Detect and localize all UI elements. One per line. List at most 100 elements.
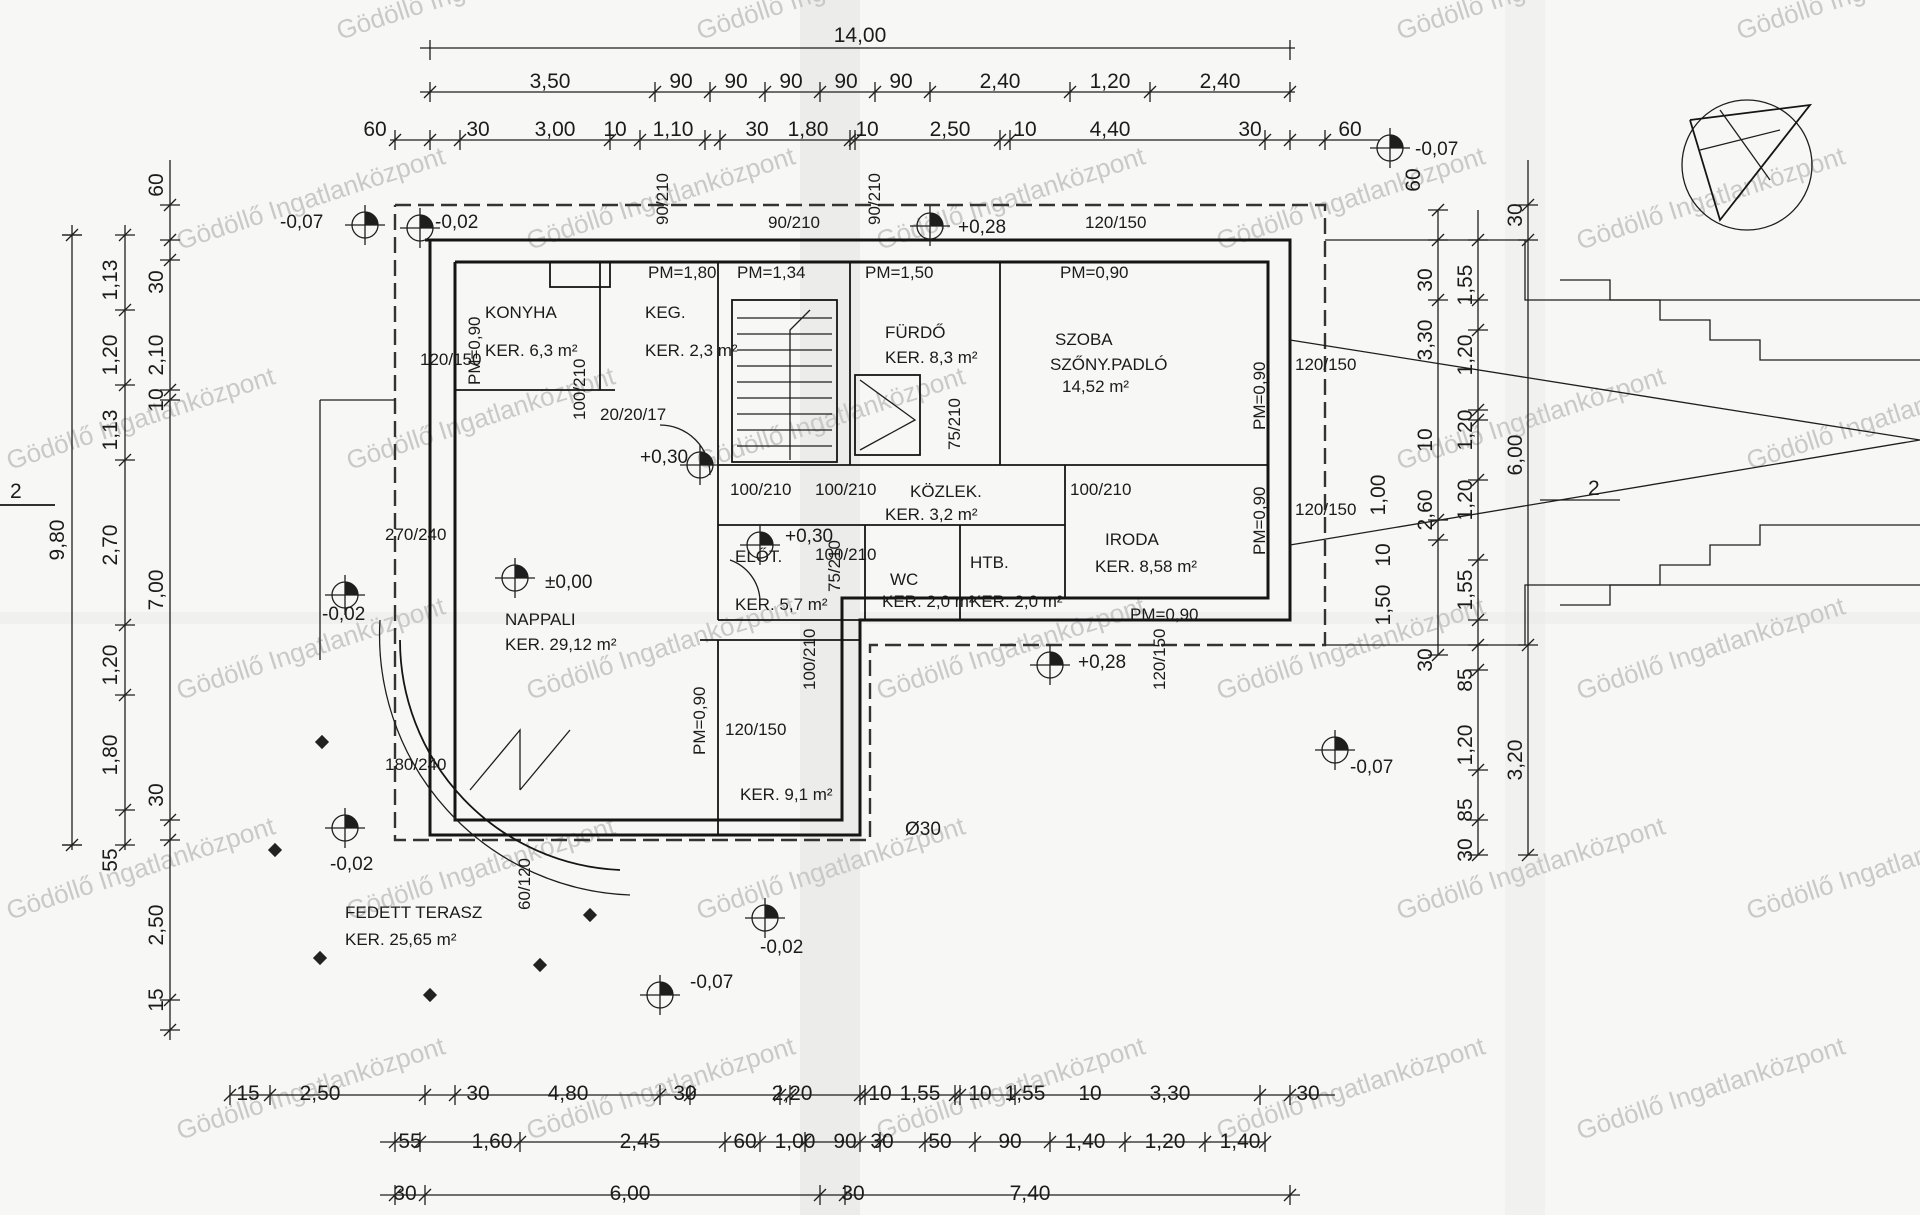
- dimension: 90: [834, 70, 857, 93]
- room-area-eloter: KER. 5,7 m²: [735, 595, 828, 614]
- terrace-column: [312, 950, 328, 966]
- elevation-marker-icon: [700, 452, 713, 465]
- dimension: 60: [1402, 168, 1425, 191]
- dimension-overall: 14,00: [834, 24, 887, 47]
- dimension: 60: [1338, 118, 1361, 141]
- elevation-label: -0,02: [760, 937, 803, 958]
- dimension: 85: [1454, 798, 1477, 821]
- dimension: 1,40: [1220, 1130, 1261, 1153]
- elevation-marker-icon: [420, 215, 433, 228]
- dimension: 2,70: [99, 525, 122, 566]
- dimension: 15: [236, 1082, 259, 1105]
- opening: 120/150: [725, 720, 786, 739]
- opening: 120/150: [1295, 500, 1356, 519]
- dimension: 1,20: [1454, 410, 1477, 451]
- dimension: 10: [1372, 543, 1395, 566]
- dimension: 1,55: [1454, 570, 1477, 611]
- dimension: 7,40: [1010, 1182, 1051, 1205]
- dimension: 90: [889, 70, 912, 93]
- dimension: 30: [1414, 268, 1437, 291]
- dimension: 10: [1078, 1082, 1101, 1105]
- room-area-konyha: KER. 6,3 m²: [485, 341, 578, 360]
- room-name-eloter: ELŐT.: [735, 547, 782, 566]
- sill-height: PM=1,80: [648, 263, 717, 282]
- elevation-label: ±0,00: [545, 572, 592, 593]
- terrace-column: [267, 842, 283, 858]
- sill-height: PM=0,90: [465, 316, 484, 385]
- terrace-column: [314, 734, 330, 750]
- sill-height: PM=0,90: [1250, 361, 1269, 430]
- opening: 100/210: [730, 480, 791, 499]
- room-name-wc: WC: [890, 570, 918, 589]
- dimension: 30: [393, 1182, 416, 1205]
- dimension: 10: [868, 1082, 891, 1105]
- dimension: 1,20: [1454, 335, 1477, 376]
- dimension: 30: [145, 270, 168, 293]
- sill-height: PM=0,90: [690, 686, 709, 755]
- dimension: 30: [745, 118, 768, 141]
- dimension: 1,55: [900, 1082, 941, 1105]
- dimension: 30: [1414, 648, 1437, 671]
- elevation-marker-icon: [345, 582, 358, 595]
- dimension: 4,40: [1090, 118, 1131, 141]
- sill-height: PM=1,34: [737, 263, 806, 282]
- dimension: 30: [1454, 838, 1477, 861]
- elevation-label: +0,30: [785, 526, 833, 547]
- elevation-marker-icon: [1390, 135, 1403, 148]
- watermark: Gödöllő Ingatlanközpont: [1573, 1030, 1850, 1145]
- dimension: 30: [466, 118, 489, 141]
- sill-height: PM=0,90: [1060, 263, 1129, 282]
- dimension: 10: [603, 118, 626, 141]
- dimension: 90: [779, 70, 802, 93]
- room-area-kozlek: KER. 3,2 m²: [885, 505, 978, 524]
- sill-height: PM=1,50: [865, 263, 934, 282]
- elevation-label: +0,30: [640, 447, 688, 468]
- dimension: 6,00: [610, 1182, 651, 1205]
- dimension: 90: [669, 70, 692, 93]
- watermark: Gödöllő Ingatlanközpont: [173, 590, 450, 705]
- watermark: Gödöllő Ingatlanközpont: [1743, 360, 1920, 475]
- opening: 90/210: [865, 173, 884, 225]
- dimension: 1,80: [788, 118, 829, 141]
- watermark: Gödöllő Ingatlanközpont: [1733, 0, 1920, 46]
- opening: 75/210: [825, 540, 844, 592]
- watermark: Gödöllő Ingatlanközpont: [333, 0, 610, 46]
- dimension: 90: [833, 1130, 856, 1153]
- dimension: 1,50: [1372, 585, 1395, 626]
- dimension-overall: 6,00: [1504, 435, 1527, 476]
- dimension: 1,20: [1454, 725, 1477, 766]
- room-floor-szoba: SZŐNY.PADLÓ: [1050, 355, 1167, 374]
- covered-terrace: [267, 399, 631, 1003]
- dimension: 1,20: [1145, 1130, 1186, 1153]
- dimension: 90: [998, 1130, 1021, 1153]
- dimension: 4,80: [548, 1082, 589, 1105]
- north-arrow-icon: [1681, 99, 1813, 231]
- watermark: Gödöllő Ingatlanközpont: [1573, 590, 1850, 705]
- dimension: 30: [1296, 1082, 1319, 1105]
- building-walls: [393, 203, 1327, 842]
- section-marker-label: 2: [10, 480, 22, 503]
- door-swing: [469, 728, 571, 791]
- elevation-label: -0,07: [1415, 139, 1458, 160]
- sill-height: PM=0,90: [1130, 605, 1199, 624]
- dimension: 3,20: [1504, 740, 1527, 781]
- dimensions-right: 30 1,55 3,30 1,20 10 1,20 2,60 1,20 1,55…: [1367, 160, 1538, 862]
- room-name-iroda: IRODA: [1105, 530, 1160, 549]
- elevation-label: -0,07: [690, 972, 733, 993]
- opening: 90/210: [768, 213, 820, 232]
- opening: 120/150: [1085, 213, 1146, 232]
- elevation-marker-icon: [365, 212, 378, 225]
- dimension: 10: [145, 388, 168, 411]
- eave-line: [393, 203, 1327, 842]
- room-name-htb: HTB.: [970, 553, 1009, 572]
- room-area-wc: KER. 2,0 m²: [882, 592, 975, 611]
- dimension: 1,20: [99, 335, 122, 376]
- dimension: 2,50: [300, 1082, 341, 1105]
- opening: 270/240: [385, 525, 446, 544]
- opening-labels: 120/150 90/210 120/150 100/210 270/240 1…: [385, 173, 1356, 910]
- dimension: 1,60: [472, 1130, 513, 1153]
- dimension: 2,40: [980, 70, 1021, 93]
- room-name-furdo: FÜRDŐ: [885, 323, 945, 342]
- dimensions-left: 9,80 1,13 1,20 1,13 2,70 1,20 1,80 55 60…: [0, 160, 180, 1040]
